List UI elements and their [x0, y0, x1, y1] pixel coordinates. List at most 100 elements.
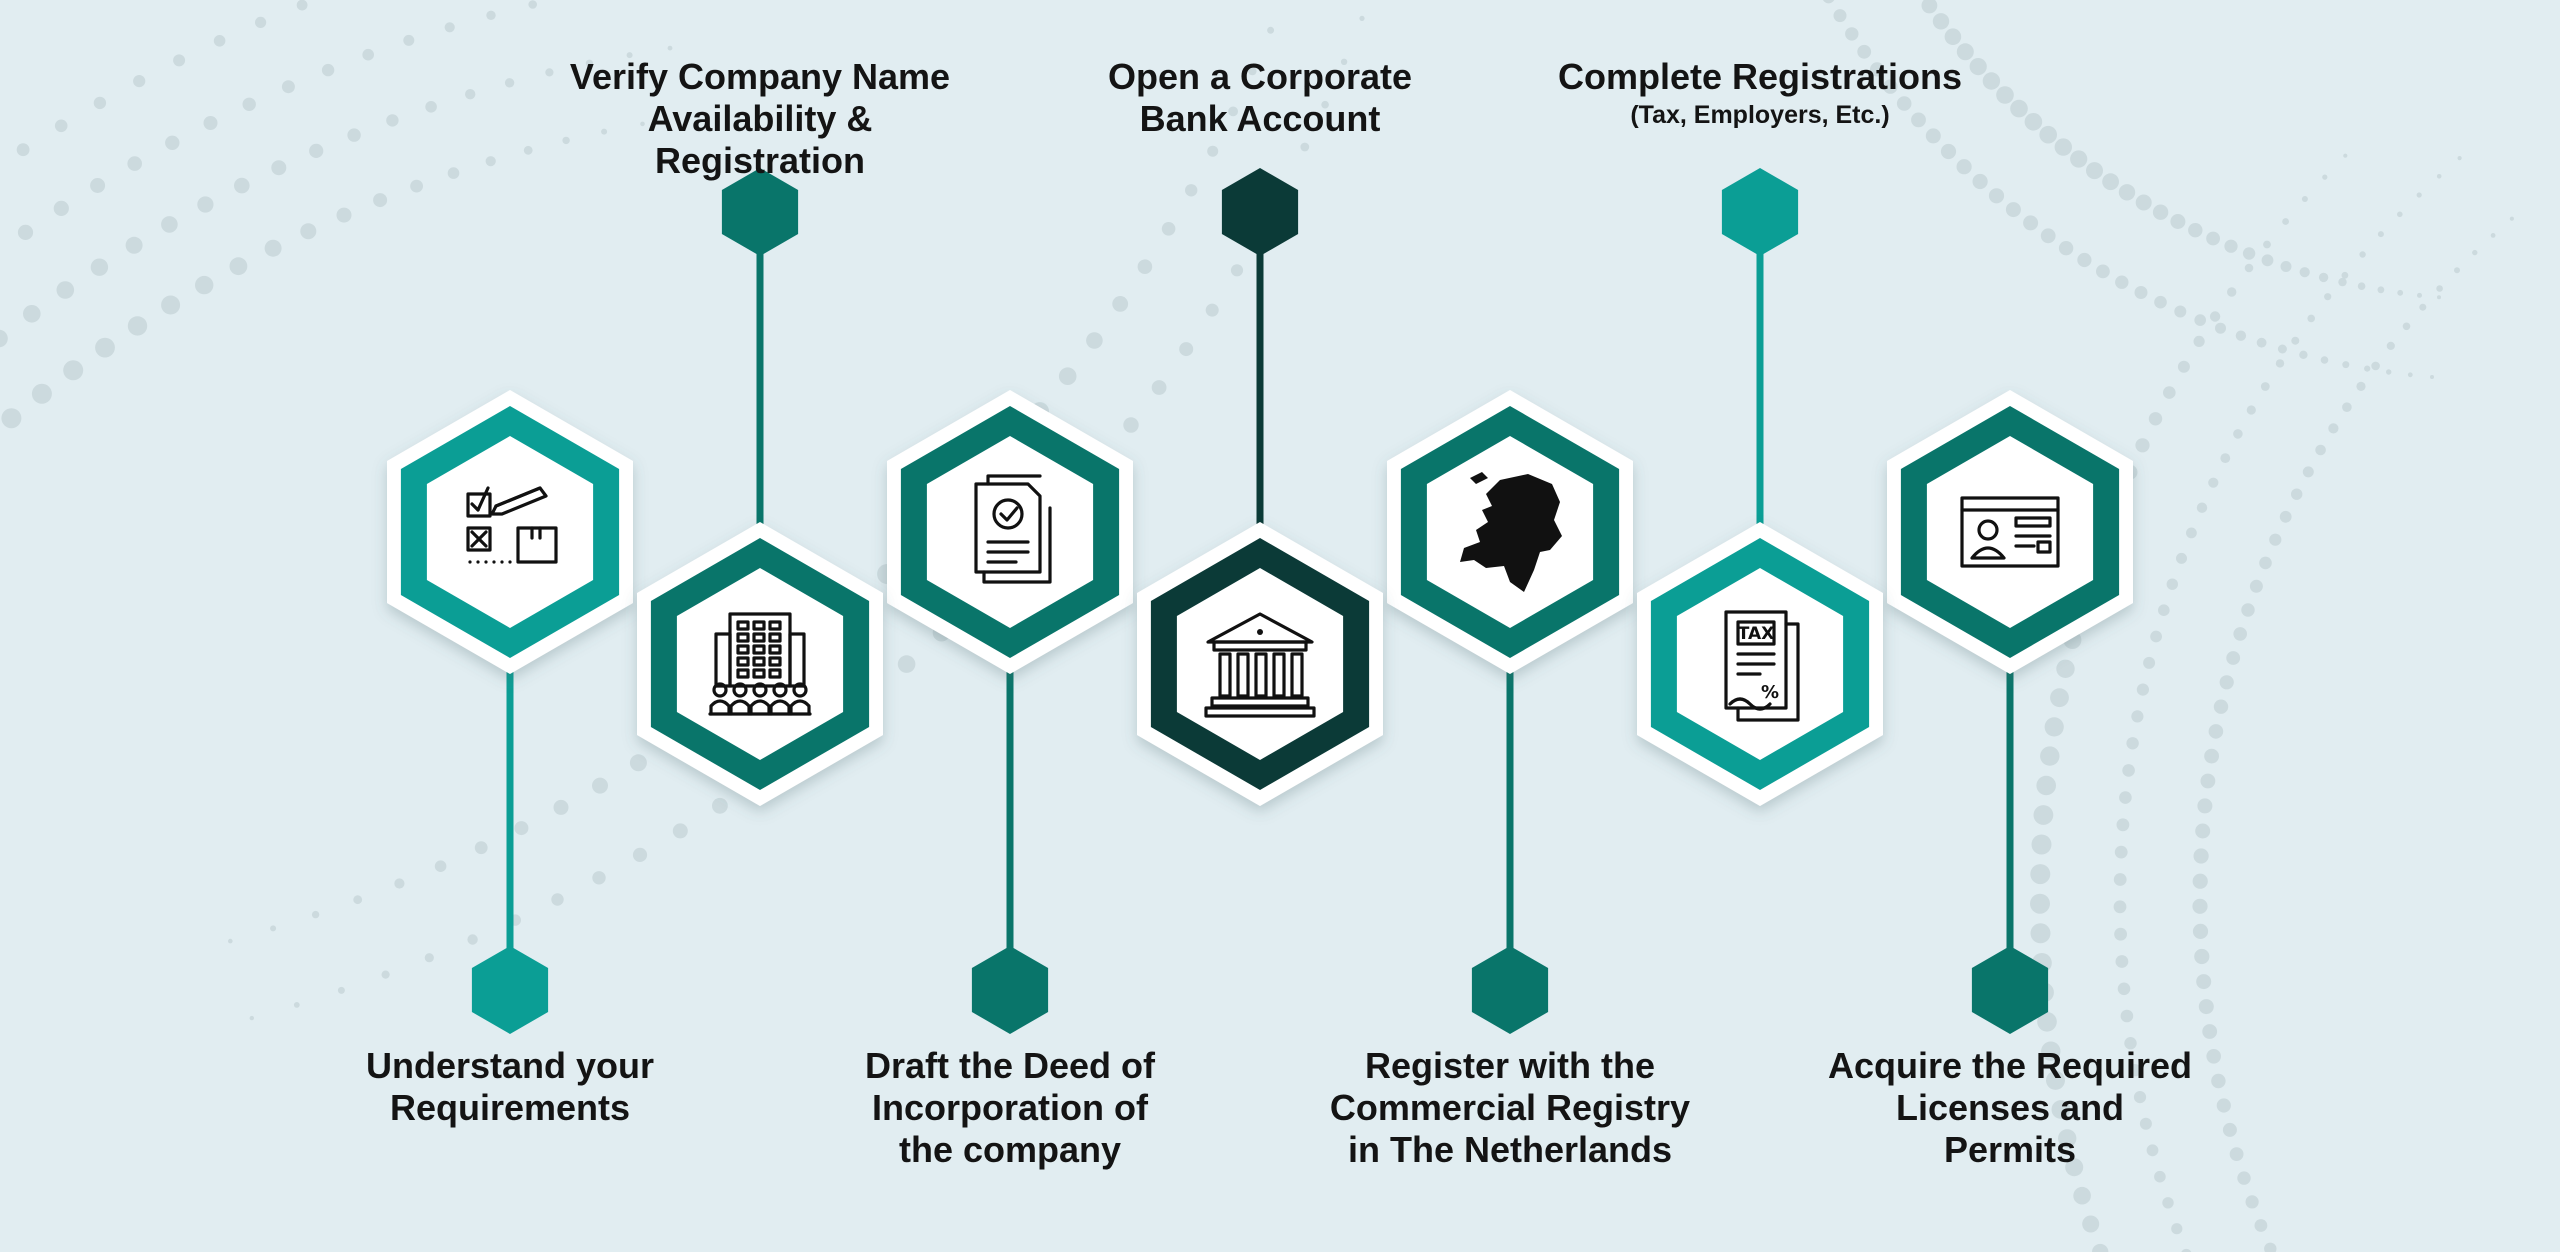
background-dot	[2102, 173, 2120, 191]
step-4-marker	[1221, 168, 1299, 256]
background-dot	[2220, 453, 2231, 463]
background-dot	[2051, 1100, 2071, 1119]
background-dot	[2139, 1117, 2152, 1130]
background-dot	[1969, 58, 1987, 76]
background-dot	[1857, 44, 1872, 59]
background-dot	[2200, 773, 2216, 789]
background-dot	[2454, 267, 2460, 274]
background-dot	[629, 754, 647, 772]
background-dot	[309, 143, 324, 158]
background-dot	[2229, 1147, 2244, 1161]
step-5-label: Register with the Commercial Registry in…	[1290, 1045, 1730, 1171]
background-dot	[2430, 375, 2434, 379]
background-dot	[2437, 295, 2441, 300]
background-dot	[2096, 264, 2110, 279]
background-dot	[2186, 527, 2197, 539]
background-dot	[2342, 361, 2350, 369]
background-dot	[2245, 1195, 2259, 1209]
background-dot	[2044, 717, 2064, 737]
background-dot	[2197, 798, 2213, 814]
background-dot	[1921, 0, 1938, 14]
background-dot	[23, 305, 41, 323]
background-dot	[2397, 211, 2403, 218]
step-7-title-line-2: Licenses and	[1895, 1087, 2125, 1128]
step-6-label: Complete Registrations (Tax, Employers, …	[1540, 56, 1980, 132]
background-dot	[2040, 228, 2056, 244]
background-dot	[2174, 305, 2187, 318]
background-dot	[1823, 0, 1835, 4]
background-dot	[161, 295, 181, 315]
background-dot	[1972, 173, 1988, 190]
background-dot	[2056, 659, 2075, 678]
background-dot	[1, 408, 22, 429]
netherlands-map-icon	[1460, 472, 1562, 592]
step-2-marker	[721, 168, 799, 256]
background-dot	[2073, 1186, 2091, 1205]
background-dot	[2065, 1158, 2084, 1177]
background-dot	[1137, 259, 1153, 275]
background-dot	[2177, 360, 2190, 373]
background-dot	[486, 10, 496, 20]
background-dot	[2356, 381, 2366, 391]
step-5-hexagon	[1387, 390, 1633, 674]
step-6-marker	[1721, 168, 1799, 256]
background-dot	[2256, 337, 2267, 348]
background-dot	[2133, 1091, 2147, 1104]
background-dot	[2128, 1064, 2142, 1077]
background-dot	[2237, 1171, 2251, 1185]
step-7-title-line-3: Permits	[1943, 1129, 2077, 1170]
background-dot	[1179, 342, 1194, 357]
background-dot	[311, 910, 320, 919]
background-dot	[1151, 380, 1167, 395]
background-dot	[2213, 699, 2229, 714]
background-dot	[2277, 344, 2287, 354]
background-dot	[2040, 746, 2060, 766]
background-dot	[1932, 13, 1950, 30]
background-dot	[2131, 710, 2144, 723]
background-dot	[2219, 675, 2234, 690]
background-dot	[2291, 336, 2300, 345]
background-dot	[2113, 873, 2127, 886]
background-dot	[1185, 184, 1198, 197]
background-dot	[2171, 1223, 2183, 1235]
background-dot	[2490, 233, 2496, 238]
background-dot	[2050, 688, 2069, 708]
background-dot	[2211, 1073, 2226, 1089]
background-dot	[424, 953, 434, 963]
step-7-label: Acquire the Required Licenses and Permit…	[1790, 1045, 2230, 1171]
background-dot	[381, 970, 390, 979]
background-dot	[2222, 1122, 2237, 1137]
background-dot	[1086, 332, 1103, 349]
background-dot	[2036, 775, 2056, 796]
background-dot	[2338, 277, 2347, 287]
background-dot	[434, 860, 447, 872]
background-dot	[1058, 367, 1077, 386]
background-dot	[592, 871, 606, 885]
background-dot	[2135, 194, 2152, 211]
background-dot	[2208, 724, 2224, 739]
step-6-hexagon: TAX%	[1637, 522, 1883, 806]
background-dot	[336, 207, 352, 223]
background-dot	[545, 68, 554, 77]
step-5-title-line-2: Commercial Registry	[1329, 1087, 1691, 1128]
background-dot	[2154, 295, 2167, 309]
background-dot	[2116, 818, 2130, 832]
background-dot	[1230, 264, 1244, 277]
background-dot	[712, 797, 728, 814]
background-dot	[2233, 627, 2247, 641]
background-dot	[2162, 1197, 2174, 1209]
background-dot	[562, 136, 570, 145]
background-dot	[1944, 28, 1962, 45]
background-dot	[2206, 231, 2221, 246]
background-dot	[1340, 58, 1348, 65]
step-7-marker	[1971, 946, 2049, 1034]
background-dot	[1988, 188, 2005, 204]
background-dot	[2114, 845, 2128, 859]
background-dot	[2166, 578, 2178, 590]
background-dot	[528, 0, 537, 9]
background-dot	[2342, 402, 2352, 413]
step-2-label: Verify Company Name Availability & Regis…	[540, 56, 980, 182]
background-dot	[2143, 656, 2156, 669]
background-dot	[2176, 552, 2187, 564]
background-dot	[255, 16, 267, 28]
